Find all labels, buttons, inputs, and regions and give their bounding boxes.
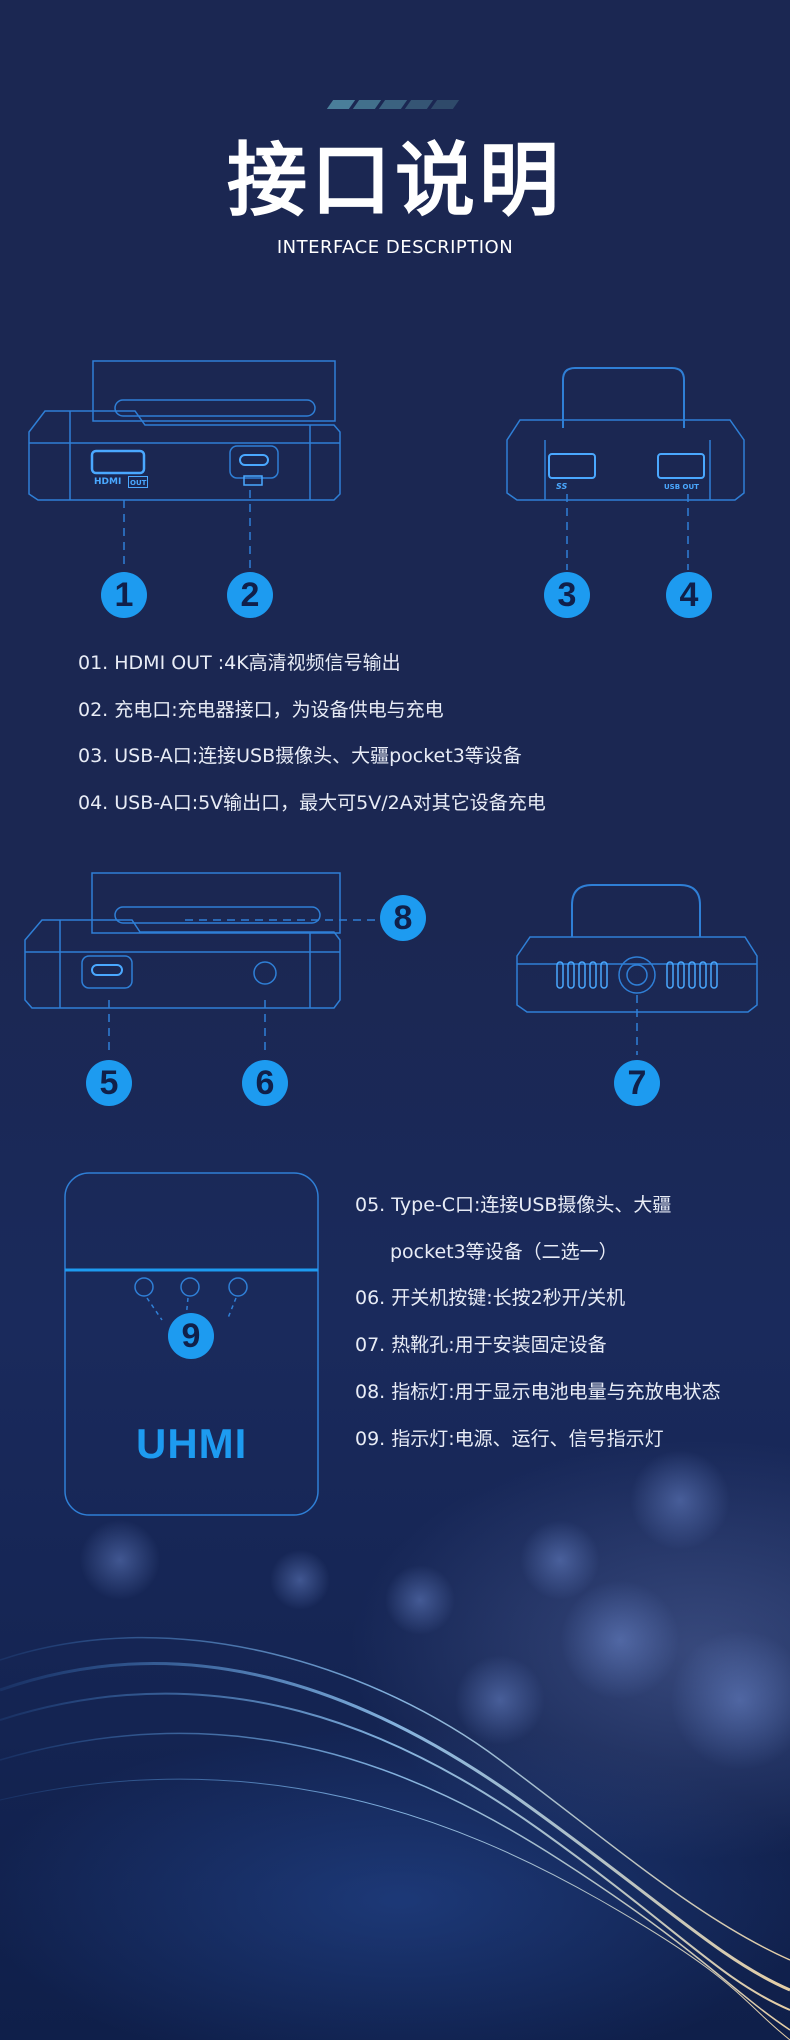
description-04: 04. USB-A口:5V输出口，最大可5V/2A对其它设备充电 <box>78 792 546 814</box>
callout-5: 5 <box>86 1060 132 1106</box>
description-01: 01. HDMI OUT :4K高清视频信号输出 <box>78 652 401 674</box>
out-text: OUT <box>128 476 149 488</box>
page-subtitle: INTERFACE DESCRIPTION <box>276 237 514 258</box>
callout-9: 9 <box>168 1313 214 1359</box>
description-05-cont: pocket3等设备（二选一） <box>390 1241 618 1263</box>
callout-8: 8 <box>380 895 426 941</box>
usb-ss-label: SS <box>556 482 568 491</box>
callout-1: 1 <box>101 572 147 618</box>
uhmi-logo: UHMI <box>136 1420 248 1467</box>
description-05: 05. Type-C口:连接USB摄像头、大疆 <box>355 1194 672 1216</box>
description-02: 02. 充电口:充电器接口，为设备供电与充电 <box>78 699 444 721</box>
description-06: 06. 开关机按键:长按2秒开/关机 <box>355 1287 626 1309</box>
callout-6: 6 <box>242 1060 288 1106</box>
page-title: 接口说明 <box>227 134 563 227</box>
description-08: 08. 指标灯:用于显示电池电量与充放电状态 <box>355 1381 721 1403</box>
callout-7: 7 <box>614 1060 660 1106</box>
callout-2: 2 <box>227 572 273 618</box>
description-09: 09. 指示灯:电源、运行、信号指示灯 <box>355 1428 664 1450</box>
usb-out-label: USB OUT <box>664 483 699 491</box>
hdmi-text: HDMI <box>94 477 122 487</box>
description-07: 07. 热靴孔:用于安装固定设备 <box>355 1334 607 1356</box>
description-03: 03. USB-A口:连接USB摄像头、大疆pocket3等设备 <box>78 745 522 767</box>
callout-4: 4 <box>666 572 712 618</box>
callout-3: 3 <box>544 572 590 618</box>
